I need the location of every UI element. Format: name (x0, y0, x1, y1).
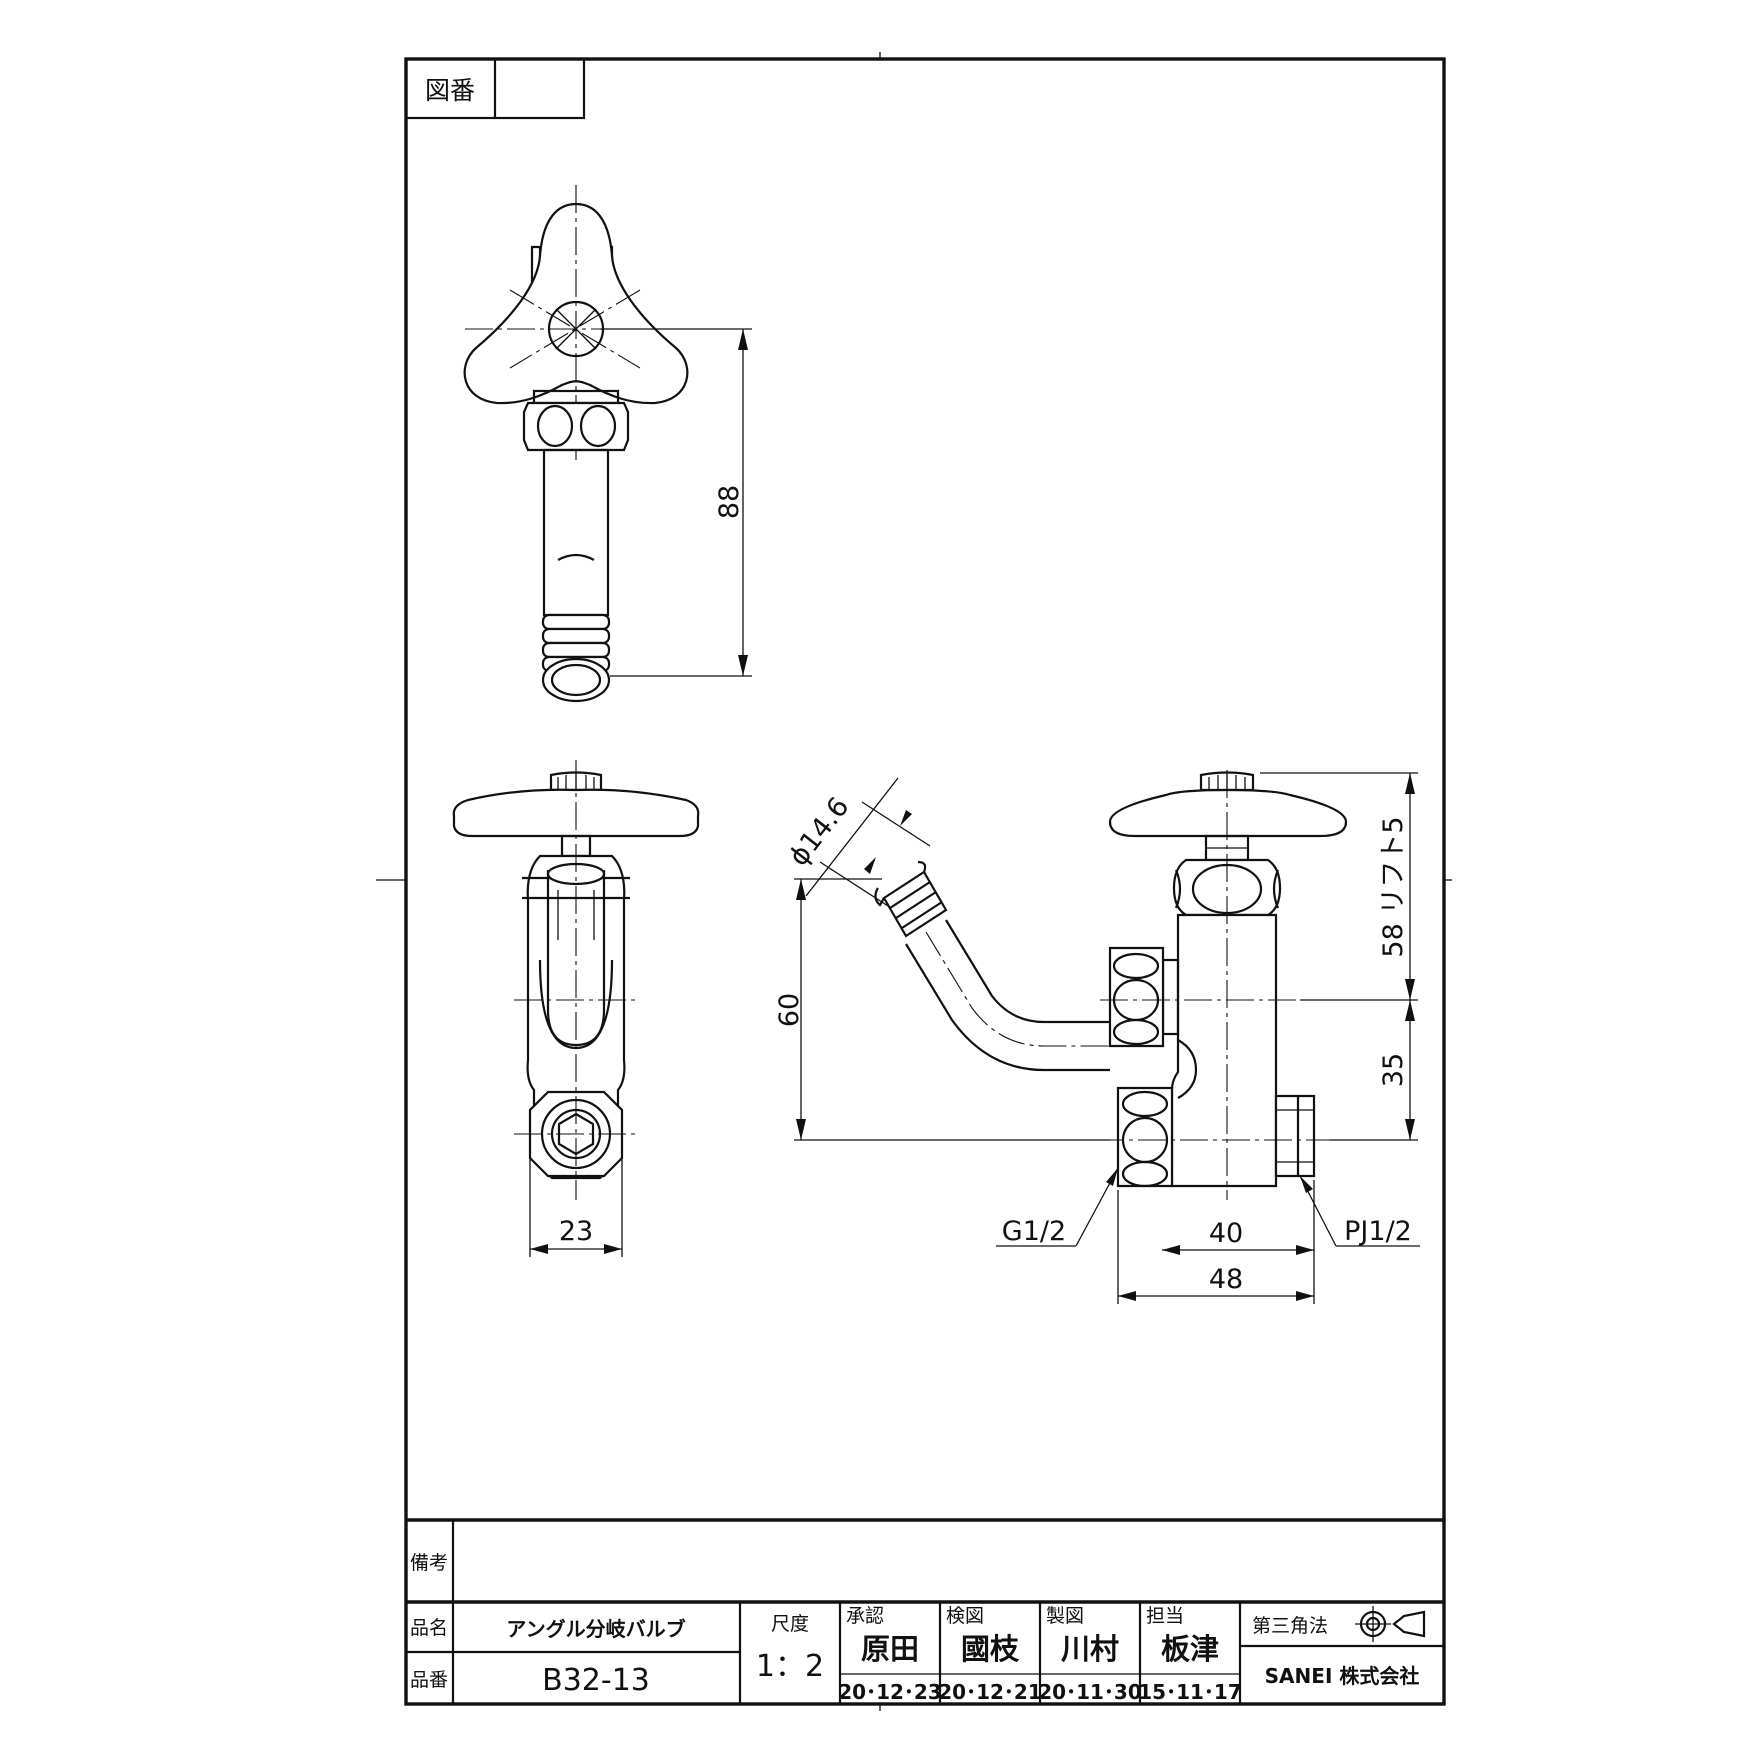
role-name: 原田 (861, 1632, 919, 1666)
scale-value: 1：2 (756, 1649, 824, 1684)
dim-48: 48 (1209, 1264, 1243, 1295)
role-date: 20･11･30 (1038, 1680, 1142, 1704)
role-date: 15･11･17 (1138, 1680, 1242, 1704)
role-name: 國枝 (961, 1632, 1020, 1666)
side-view: 23 (452, 760, 700, 1257)
company-name: SANEI 株式会社 (1265, 1664, 1420, 1688)
role-draft: 製図 川村 20･11･30 (1038, 1605, 1142, 1704)
projection-label: 第三角法 (1252, 1615, 1328, 1637)
role-date: 20･12･23 (838, 1680, 942, 1704)
thread-g1-2: G1/2 (1002, 1216, 1066, 1247)
dim-58-lift-5: 58 リフト5 (1378, 816, 1409, 957)
third-angle-projection-icon (1355, 1606, 1426, 1642)
role-label: 担当 (1146, 1605, 1184, 1627)
name-label: 品名 (410, 1617, 448, 1639)
dim-23: 23 (559, 1216, 593, 1247)
dim-35: 35 (1378, 1053, 1409, 1087)
dim-88: 88 (714, 485, 745, 519)
role-name: 板津 (1161, 1632, 1219, 1666)
drawing-number-box: 図番 (404, 57, 586, 120)
title-block: 備考 品名 アングル分岐バルブ 品番 B32-13 尺度 1：2 承認 原田 2… (406, 1518, 1444, 1704)
part-label: 品番 (410, 1669, 448, 1691)
remarks-label: 備考 (410, 1552, 448, 1574)
dim-40: 40 (1209, 1218, 1243, 1249)
role-date: 20･12･21 (938, 1680, 1042, 1704)
role-name: 川村 (1061, 1632, 1119, 1666)
part-value: B32-13 (542, 1663, 650, 1698)
top-view: 88 (463, 185, 752, 703)
role-check: 検図 國枝 20･12･21 (938, 1605, 1042, 1704)
name-value: アングル分岐バルブ (506, 1617, 685, 1641)
role-label: 承認 (846, 1605, 884, 1627)
drawing-number-label: 図番 (425, 76, 475, 105)
scale-label: 尺度 (771, 1613, 809, 1635)
drawing-frame (376, 52, 1452, 1711)
front-view: ϕ14.6 60 58 リフト5 35 G1/2 PJ1/2 (774, 770, 1420, 1304)
thread-pj1-2: PJ1/2 (1344, 1216, 1412, 1247)
dim-phi-14-6: ϕ14.6 (783, 792, 855, 873)
role-label: 製図 (1046, 1605, 1084, 1627)
role-approval: 承認 原田 20･12･23 (838, 1605, 942, 1704)
dim-60: 60 (774, 993, 805, 1027)
role-label: 検図 (946, 1605, 984, 1627)
role-charge: 担当 板津 15･11･17 (1138, 1605, 1242, 1704)
